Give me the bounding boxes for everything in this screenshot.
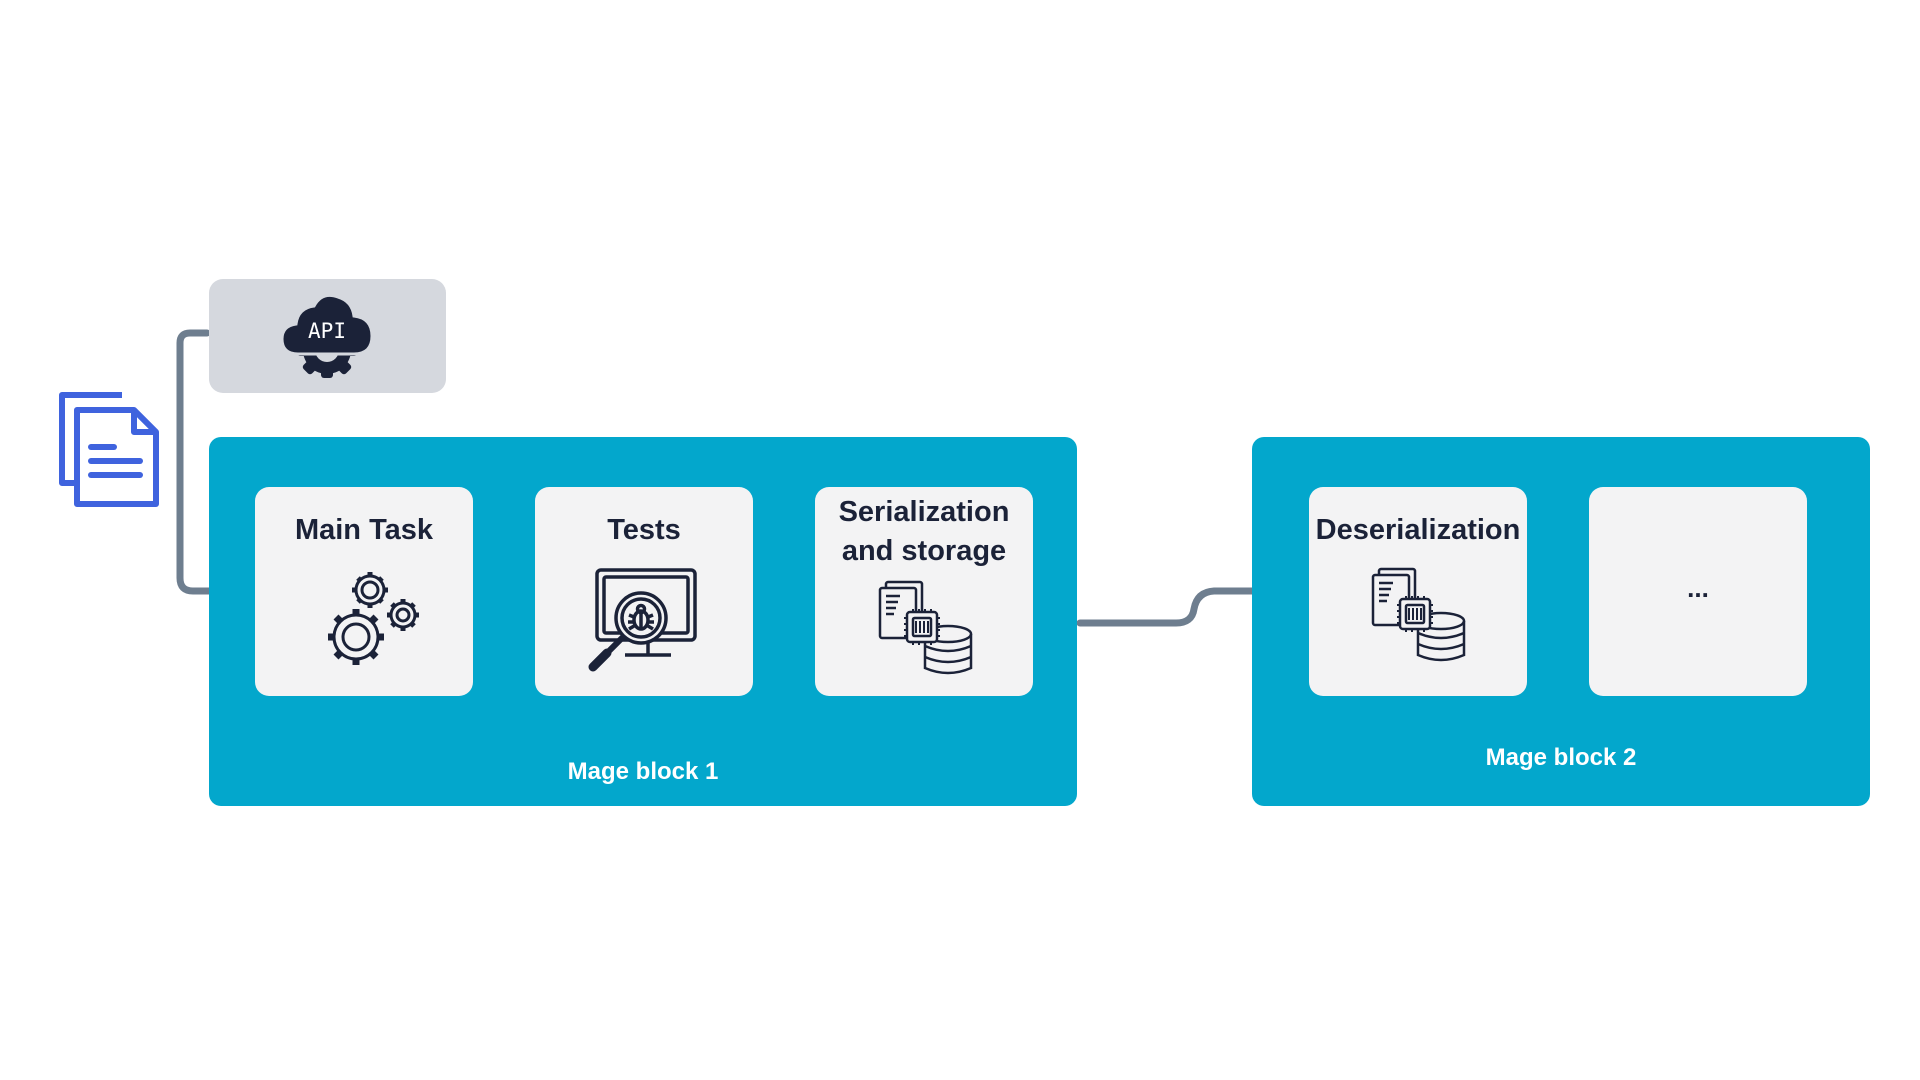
cloud-api-icon: API	[278, 288, 376, 386]
tests-card: Tests	[535, 487, 753, 696]
mage-block-label: Mage block 1	[567, 758, 719, 785]
block1-to-block2-connector	[1076, 587, 1309, 627]
api-label: API	[308, 319, 346, 343]
serialization-card: Serialization and storage	[815, 487, 1033, 696]
deserialization-card: Deserialization	[1309, 487, 1527, 696]
mage-block-label: Mage block 2	[1485, 744, 1637, 771]
main-task-card: Main Task	[255, 487, 473, 696]
card-title: Deserialization	[1315, 514, 1521, 546]
card-title: Main Task	[294, 514, 434, 546]
next-step-card: ...	[1589, 487, 1807, 696]
card-title: Serialization and storage	[838, 496, 1010, 567]
card-title: Tests	[607, 514, 681, 546]
card-title: ...	[1687, 573, 1709, 603]
serialization-storage-icon	[1371, 567, 1467, 663]
document-icon	[58, 391, 160, 508]
serialization-storage-icon	[878, 580, 974, 676]
api-to-main-task-connector	[176, 329, 252, 595]
bug-inspection-icon	[585, 567, 699, 679]
gears-icon	[323, 569, 425, 673]
